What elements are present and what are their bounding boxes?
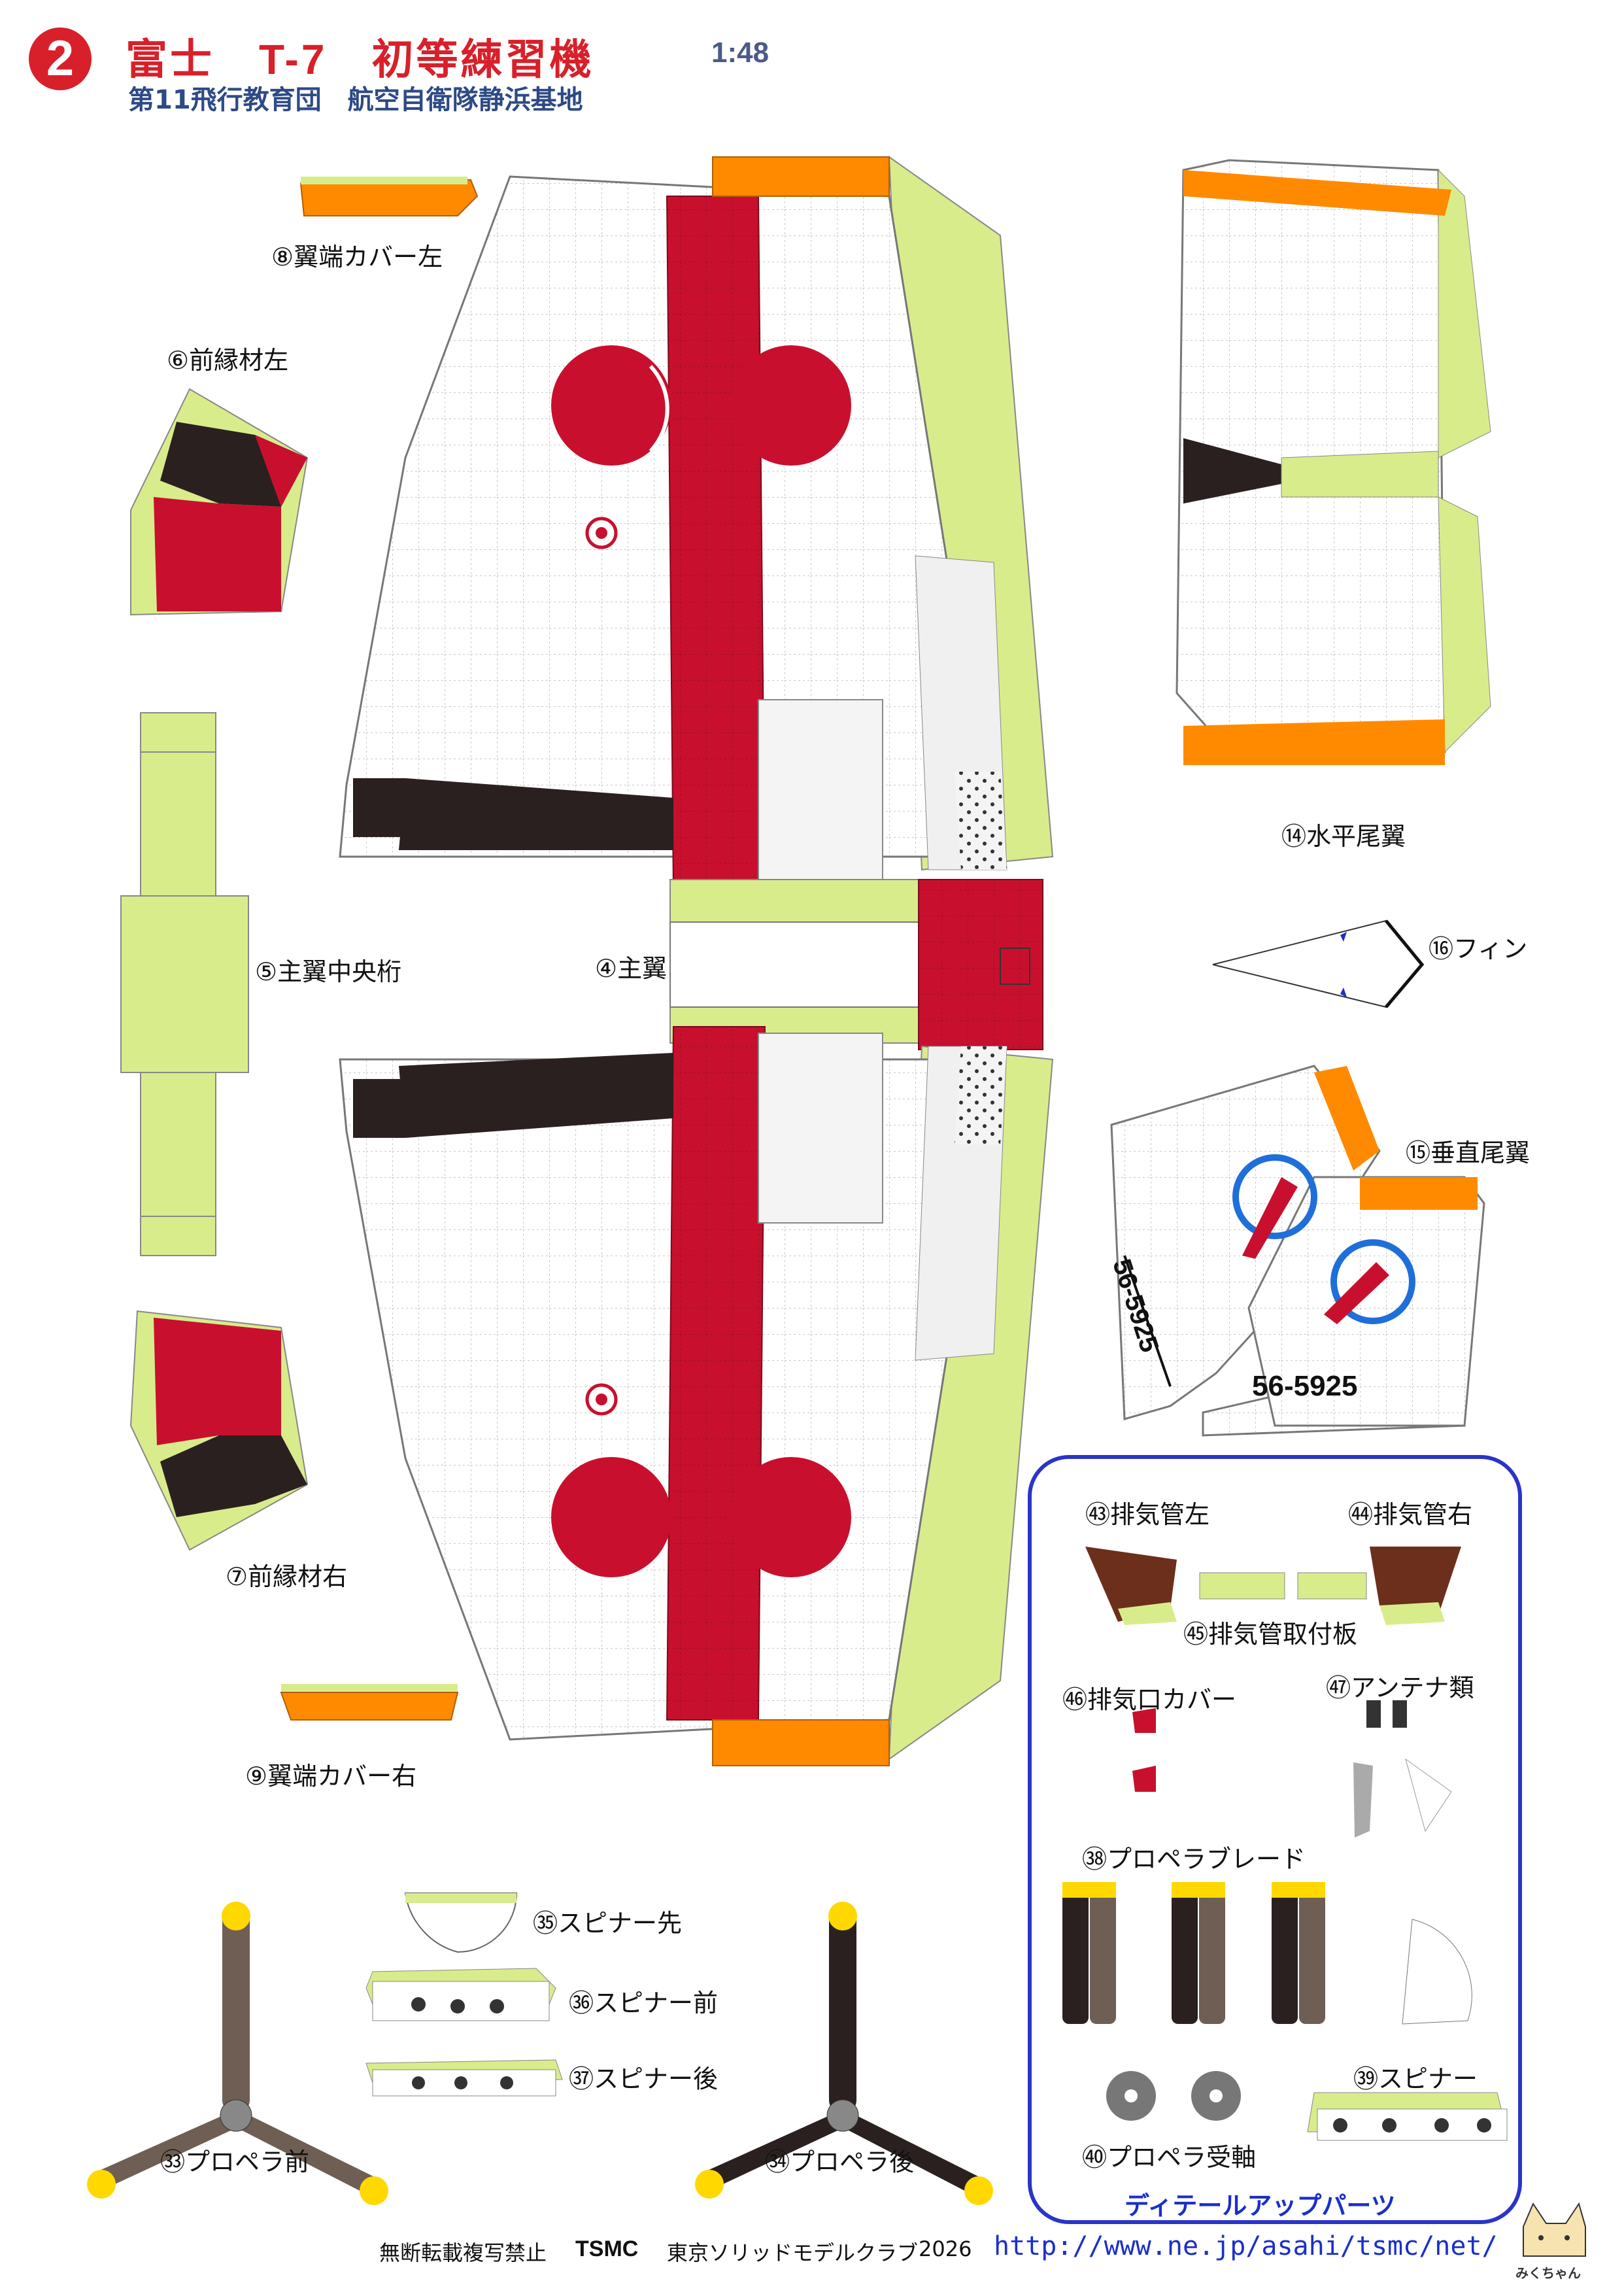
part-label-wing-centre-spar: ⑤主翼中央桁 xyxy=(255,957,402,986)
wing-centre-spar xyxy=(120,712,249,1256)
exhaust-covers xyxy=(1132,1708,1156,1792)
footer-url-link[interactable]: http://www.ne.jp/asahi/tsmc/net/ xyxy=(994,2231,1498,2261)
part-label-spinner-rear: ㊲スピナー後 xyxy=(569,2065,719,2093)
spinner-rear xyxy=(365,2059,563,2097)
part-label-fin: ⑯フィン xyxy=(1429,934,1528,963)
part-label-antennas: ㊼アンテナ類 xyxy=(1326,1673,1474,1702)
scale-label: 1:48 xyxy=(711,37,770,69)
exhaust-pipes xyxy=(1085,1547,1461,1625)
part-label-wingtip-cover-left: ⑧翼端カバー左 xyxy=(271,243,443,271)
part-label-leading-edge-right: ⑦前縁材右 xyxy=(226,1562,348,1591)
spinner-front xyxy=(365,1968,556,2021)
fin-part xyxy=(1212,919,1425,1008)
wing-center-section xyxy=(669,879,1043,1050)
part-label-propeller-front: ㉝プロペラ前 xyxy=(160,2148,310,2176)
part-label-propeller-shaft: ㊵プロペラ受軸 xyxy=(1082,2143,1257,2172)
detail-parts-box xyxy=(1028,1455,1522,2224)
part-label-main-wing: ④主翼 xyxy=(595,954,668,983)
part-label-wingtip-cover-right: ⑨翼端カバー右 xyxy=(245,1762,417,1791)
page-subtitle: 第11飛行教育団 航空自衛隊静浜基地 xyxy=(128,85,583,115)
part-label-spinner-tip: ㉟スピナー先 xyxy=(533,1909,683,1938)
antennas xyxy=(1353,1700,1452,1838)
main-wing-upper xyxy=(339,156,1054,890)
main-wing-lower xyxy=(339,1026,1054,1766)
footer-year: 2026 xyxy=(919,2236,972,2261)
footer-brand: TSMC xyxy=(575,2236,639,2261)
propeller-front xyxy=(87,1902,388,2205)
propeller-shafts xyxy=(1106,2071,1241,2121)
sheet-number-badge: 2 xyxy=(29,27,92,90)
copyright-notice: 無断転載複写禁止 xyxy=(379,2240,547,2265)
mascot-name: みくちゃん xyxy=(1515,2265,1581,2281)
part-label-propeller-blades: ㊳プロペラブレード xyxy=(1082,1845,1306,1874)
footer-club: 東京ソリッドモデルクラブ xyxy=(667,2240,919,2265)
serial-marking-2: 56-5925 xyxy=(1252,1370,1358,1402)
propeller-blades xyxy=(1062,1882,1472,2025)
part-label-leading-edge-left: ⑥前縁材左 xyxy=(167,346,289,375)
part-label-horizontal-tail: ⑭水平尾翼 xyxy=(1281,822,1406,851)
part-label-exhaust-cover: ㊻排気口カバー xyxy=(1062,1685,1237,1714)
mascot-cat-icon xyxy=(1523,2202,1586,2257)
detail-box-title: ディテールアップパーツ xyxy=(1125,2191,1396,2220)
part-label-spinner: ㊴スピナー xyxy=(1353,2065,1478,2093)
part-label-propeller-rear: ㉞プロペラ後 xyxy=(765,2148,915,2176)
wingtip-cover-right xyxy=(280,1684,459,1721)
wingtip-cover-left xyxy=(299,177,479,216)
propeller-rear xyxy=(695,1902,993,2205)
part-label-exhaust-right: ㊹排気管右 xyxy=(1348,1500,1473,1529)
part-label-exhaust-mount: ㊺排気管取付板 xyxy=(1183,1620,1358,1649)
spinner-tip xyxy=(404,1893,518,1953)
part-label-exhaust-left: ㊸排気管左 xyxy=(1085,1500,1210,1529)
part-label-vertical-tail: ⑮垂直尾翼 xyxy=(1406,1139,1531,1167)
vertical-tail xyxy=(1110,1065,1485,1437)
page-title: 富士 T-7 初等練習機 xyxy=(126,36,594,83)
leading-edge-left xyxy=(130,388,309,616)
leading-edge-right xyxy=(129,1310,309,1551)
spinner-detail xyxy=(1307,2092,1508,2141)
part-label-spinner-front: ㊱スピナー前 xyxy=(569,1989,719,2017)
horizontal-tail xyxy=(1176,159,1491,765)
